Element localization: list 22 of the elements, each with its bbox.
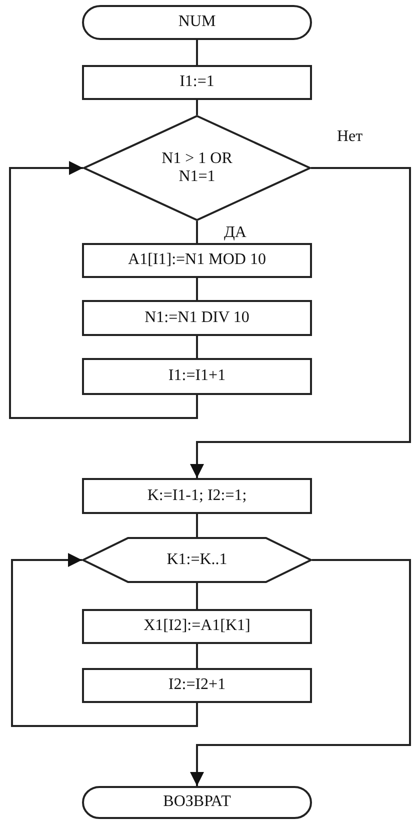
connector-line [196, 644, 198, 668]
connector-line [196, 583, 198, 609]
connector-line [196, 278, 198, 300]
connector-line [196, 221, 198, 243]
connector-line [196, 40, 198, 65]
process-box: A1[I1]:=N1 MOD 10 [82, 243, 312, 278]
edge-label: ДА [222, 224, 248, 242]
decision-diamond: N1 > 1 OR N1=1 [83, 115, 311, 221]
process-box: I2:=I2+1 [82, 668, 312, 703]
process-box: K:=I1-1; I2:=1; [82, 478, 312, 514]
process-box: I1:=1 [82, 65, 312, 100]
connector-line [190, 559, 411, 786]
loop-hexagon: K1:=K..1 [82, 537, 312, 583]
connector-line [196, 514, 198, 537]
connector-line [9, 161, 198, 419]
connector-line [190, 167, 411, 478]
process-box: N1:=N1 DIV 10 [82, 300, 312, 336]
connector-line [196, 336, 198, 358]
connector-line [196, 100, 198, 115]
process-box: I1:=I1+1 [82, 358, 312, 395]
connector-line [11, 553, 198, 727]
process-box: X1[I2]:=A1[K1] [82, 609, 312, 644]
